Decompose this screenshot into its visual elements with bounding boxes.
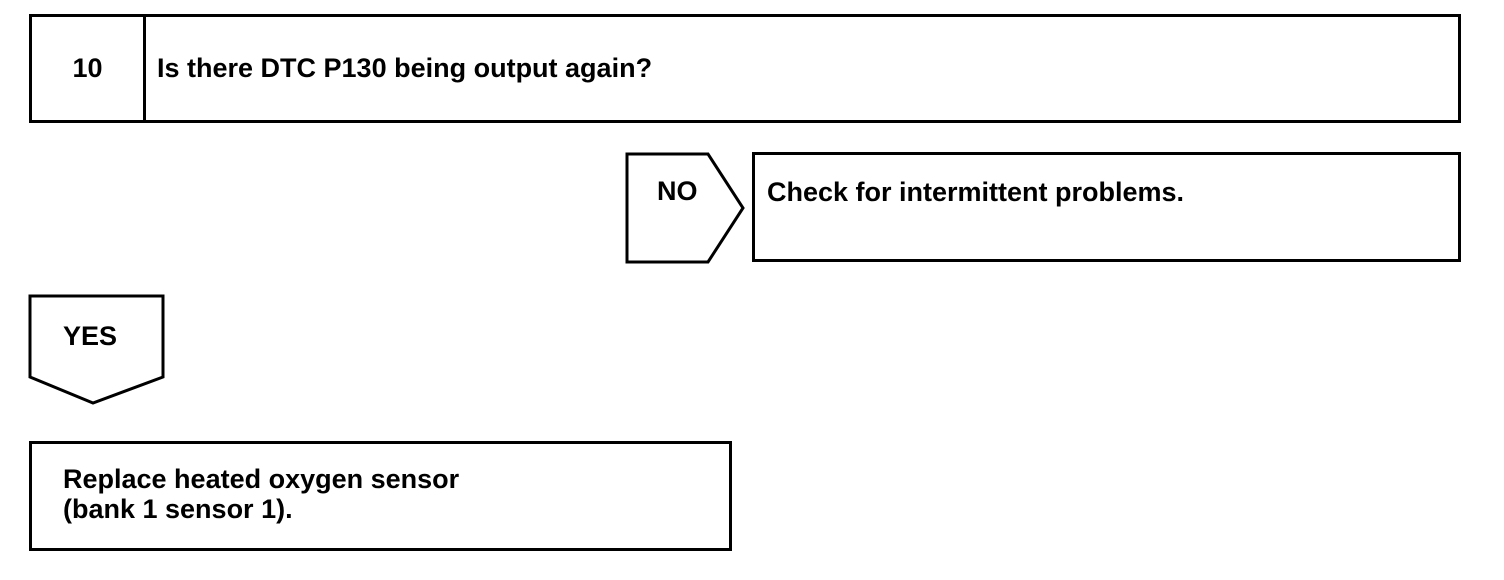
step-box: 10 Is there DTC P130 being output again? [29,14,1461,123]
yes-label: YES [63,321,118,351]
no-label: NO [657,176,698,206]
yes-arrow-shape [28,294,165,405]
no-result-box: Check for intermittent problems. [752,152,1461,262]
no-result-text: Check for intermittent problems. [767,177,1185,207]
yes-result-line-1: Replace heated oxygen sensor [63,464,460,494]
yes-result-text: Replace heated oxygen sensor (bank 1 sen… [63,464,459,524]
step-question: Is there DTC P130 being output again? [157,53,653,83]
step-number: 10 [32,17,146,120]
yes-result-box: Replace heated oxygen sensor (bank 1 sen… [29,441,732,551]
yes-result-line-2: (bank 1 sensor 1). [63,494,293,524]
no-arrow-shape [625,152,745,264]
